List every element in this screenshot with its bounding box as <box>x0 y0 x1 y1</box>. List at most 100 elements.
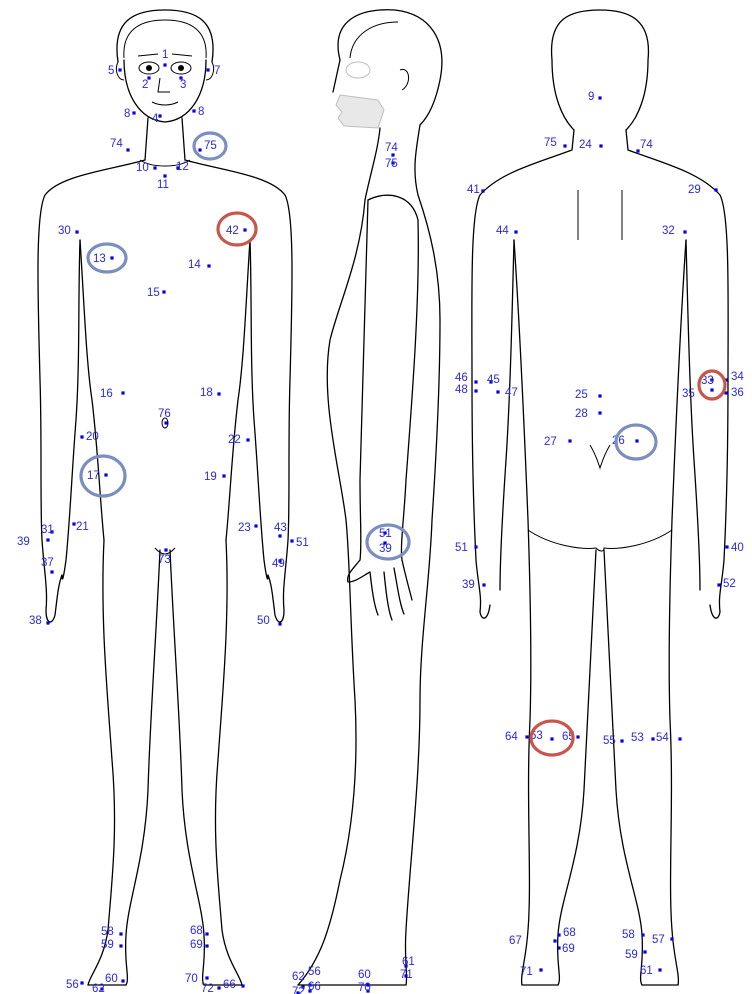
point-label-54: 54 <box>656 732 669 744</box>
point-label-69: 69 <box>190 939 203 951</box>
point-label-56: 56 <box>308 966 321 978</box>
point-dot-64 <box>525 735 528 738</box>
point-label-18: 18 <box>200 387 213 399</box>
point-dot-29 <box>714 188 717 191</box>
point-label-74: 74 <box>640 139 653 151</box>
point-label-1: 1 <box>162 49 168 61</box>
point-label-50: 50 <box>257 615 270 627</box>
point-label-75: 75 <box>204 140 217 152</box>
point-label-48: 48 <box>455 384 468 396</box>
point-dot-10 <box>153 166 156 169</box>
point-dot-23 <box>254 524 257 527</box>
point-label-58: 58 <box>622 929 635 941</box>
point-dot-27 <box>568 439 571 442</box>
point-dot-75 <box>563 144 566 147</box>
point-label-70: 70 <box>358 982 371 994</box>
point-label-20: 20 <box>86 431 99 443</box>
point-label-49: 49 <box>272 558 285 570</box>
point-dot-41 <box>481 189 484 192</box>
point-label-39: 39 <box>379 543 392 555</box>
point-label-25: 25 <box>575 389 588 401</box>
point-label-71: 71 <box>400 969 413 981</box>
point-dot-51 <box>474 545 477 548</box>
point-label-29: 29 <box>688 184 701 196</box>
point-dot-39 <box>46 538 49 541</box>
point-dot-59 <box>119 944 122 947</box>
point-label-3: 3 <box>180 79 186 91</box>
point-dot-52 <box>717 583 720 586</box>
point-label-30: 30 <box>58 225 71 237</box>
point-label-56: 56 <box>66 979 79 991</box>
point-dot-48 <box>474 389 477 392</box>
point-dot-66 <box>241 984 244 987</box>
point-label-23: 23 <box>238 522 251 534</box>
point-dot-65 <box>576 735 579 738</box>
point-label-10: 10 <box>136 162 149 174</box>
point-label-73: 73 <box>158 554 171 566</box>
point-dot-42 <box>243 228 246 231</box>
point-label-46: 46 <box>455 372 468 384</box>
point-label-76: 76 <box>158 408 171 420</box>
point-dot-68 <box>205 932 208 935</box>
point-dot-57 <box>670 937 673 940</box>
point-label-58: 58 <box>101 926 114 938</box>
point-dot-63 <box>550 737 553 740</box>
point-dot-75 <box>198 148 201 151</box>
point-label-66: 66 <box>308 981 321 993</box>
point-label-69: 69 <box>562 943 575 955</box>
point-label-60: 60 <box>358 969 371 981</box>
point-dot-68 <box>557 933 560 936</box>
point-label-17: 17 <box>87 470 100 482</box>
point-dot-54 <box>678 737 681 740</box>
point-dot-7 <box>206 68 209 71</box>
point-dot-44 <box>514 230 517 233</box>
point-dot-16 <box>121 391 124 394</box>
point-dot-13 <box>110 256 113 259</box>
point-label-28: 28 <box>575 408 588 420</box>
point-label-12: 12 <box>176 161 189 173</box>
point-dot-37 <box>50 570 53 573</box>
point-dot-32 <box>683 230 686 233</box>
point-label-35: 35 <box>682 388 695 400</box>
point-dot-20 <box>80 435 83 438</box>
point-label-44: 44 <box>496 225 509 237</box>
point-label-21: 21 <box>76 521 89 533</box>
point-label-68: 68 <box>563 927 576 939</box>
point-label-55: 55 <box>603 735 616 747</box>
point-label-39: 39 <box>17 536 30 548</box>
point-label-4: 4 <box>152 113 159 125</box>
point-dot-4 <box>158 114 161 117</box>
point-dot-50 <box>278 622 281 625</box>
point-dot-30 <box>75 230 78 233</box>
point-dot-26 <box>635 439 638 442</box>
point-label-66: 66 <box>223 979 236 991</box>
point-dot-70 <box>205 976 208 979</box>
back-body-outline <box>472 10 728 985</box>
point-dot-59 <box>643 950 646 953</box>
point-dot-5 <box>118 68 121 71</box>
point-dot-28 <box>598 411 601 414</box>
point-label-51: 51 <box>455 542 468 554</box>
point-dot-67 <box>553 939 556 942</box>
point-dot-69 <box>557 946 560 949</box>
point-label-9: 9 <box>588 91 594 103</box>
point-label-62: 62 <box>292 971 305 983</box>
point-dot-46 <box>474 380 477 383</box>
point-label-22: 22 <box>228 434 241 446</box>
point-label-74: 74 <box>110 138 123 150</box>
point-dot-11 <box>163 174 166 177</box>
point-label-27: 27 <box>544 436 557 448</box>
point-label-8: 8 <box>198 106 204 118</box>
point-dot-8 <box>132 111 135 114</box>
point-label-47: 47 <box>505 387 518 399</box>
point-label-40: 40 <box>731 542 744 554</box>
point-label-2: 2 <box>142 79 148 91</box>
point-label-72: 72 <box>292 986 305 994</box>
point-label-37: 37 <box>41 557 54 569</box>
point-label-43: 43 <box>274 522 287 534</box>
point-label-67: 67 <box>509 935 522 947</box>
point-dot-17 <box>104 473 107 476</box>
point-label-75: 75 <box>385 158 398 170</box>
point-dot-1 <box>163 63 166 66</box>
